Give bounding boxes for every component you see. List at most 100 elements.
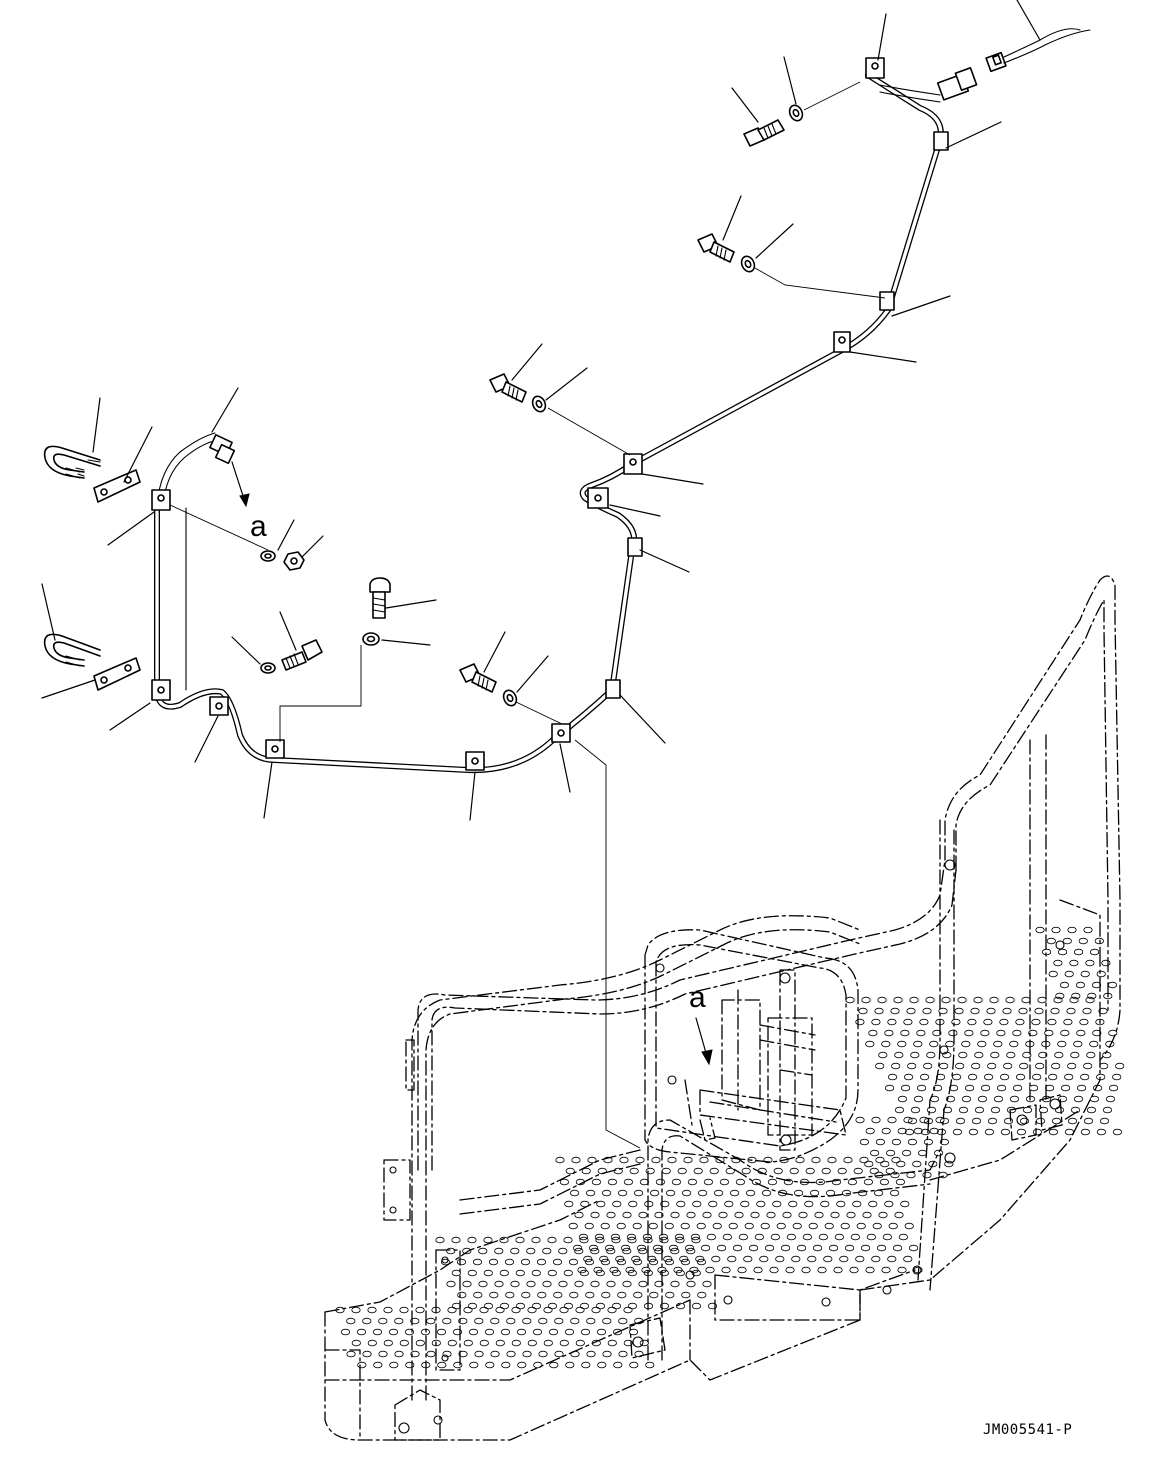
grating-hole bbox=[1018, 1007, 1028, 1015]
grating-hole bbox=[399, 1339, 409, 1347]
grating-hole bbox=[564, 1328, 575, 1336]
grating-hole bbox=[642, 1233, 653, 1241]
washer-icon bbox=[788, 104, 804, 122]
grating-hole bbox=[680, 1222, 690, 1230]
grating-hole bbox=[367, 1339, 377, 1347]
grating-hole bbox=[744, 1222, 754, 1230]
grating-hole bbox=[855, 1116, 865, 1124]
grating-hole bbox=[798, 1211, 808, 1219]
grating-hole bbox=[340, 1328, 351, 1336]
grating-hole bbox=[570, 1317, 580, 1325]
grating-hole bbox=[581, 1167, 591, 1175]
connector-icon bbox=[209, 434, 236, 465]
grating-hole bbox=[1045, 1084, 1055, 1092]
grating-hole bbox=[1042, 948, 1052, 956]
grating-hole bbox=[579, 1302, 590, 1310]
grating-hole bbox=[537, 1291, 547, 1299]
grating-hole bbox=[760, 1222, 770, 1230]
grating-hole bbox=[501, 1361, 511, 1369]
grating-hole bbox=[594, 1233, 605, 1241]
grating-hole bbox=[1066, 1007, 1076, 1015]
grating-hole bbox=[607, 1339, 617, 1347]
grating-hole bbox=[596, 1200, 606, 1208]
grating-hole bbox=[600, 1258, 611, 1266]
grating-hole bbox=[510, 1280, 520, 1288]
grating-hole bbox=[773, 1167, 783, 1175]
grating-hole bbox=[623, 1178, 634, 1186]
grating-hole bbox=[929, 1040, 939, 1048]
grating-hole bbox=[399, 1306, 409, 1314]
grating-hole bbox=[1055, 992, 1065, 1000]
grating-hole bbox=[623, 1339, 633, 1347]
grating-hole bbox=[623, 1306, 633, 1314]
grating-hole bbox=[1019, 1117, 1030, 1125]
grating-hole bbox=[999, 1073, 1010, 1081]
grating-hole bbox=[1025, 1040, 1035, 1048]
grating-hole bbox=[627, 1302, 638, 1310]
grating-hole bbox=[1075, 981, 1086, 989]
grating-hole bbox=[670, 1247, 680, 1255]
grating-hole bbox=[903, 1073, 914, 1081]
detail-marker-a-lower: a bbox=[689, 981, 706, 1014]
grating-hole bbox=[737, 1266, 747, 1274]
grating-hole bbox=[885, 1167, 895, 1175]
grating-hole bbox=[903, 1018, 913, 1026]
grating-hole bbox=[597, 1167, 607, 1175]
grating-hole bbox=[467, 1269, 477, 1277]
grating-hole bbox=[442, 1350, 452, 1358]
grating-hole bbox=[649, 1291, 659, 1299]
grating-hole bbox=[887, 1255, 897, 1263]
grating-hole bbox=[912, 1160, 922, 1168]
grating-hole bbox=[919, 1018, 929, 1026]
grating-hole bbox=[971, 1062, 981, 1070]
grating-hole bbox=[885, 1149, 896, 1157]
grating-hole bbox=[895, 1178, 906, 1186]
grating-hole bbox=[713, 1189, 724, 1197]
grating-hole bbox=[892, 1244, 903, 1252]
grating-hole bbox=[440, 1258, 451, 1266]
grating-hole bbox=[751, 1178, 762, 1186]
grating-hole bbox=[865, 1040, 875, 1048]
grating-hole bbox=[674, 1233, 685, 1241]
grating-hole bbox=[1051, 1062, 1061, 1070]
grating-hole bbox=[494, 1280, 504, 1288]
grating-hole bbox=[641, 1266, 651, 1274]
grating-hole bbox=[372, 1328, 383, 1336]
grating-hole bbox=[693, 1167, 703, 1175]
grating-hole bbox=[850, 1233, 861, 1241]
grating-hole bbox=[691, 1302, 702, 1310]
grating-hole bbox=[1012, 1029, 1022, 1037]
grating-hole bbox=[1086, 1051, 1096, 1059]
grating-hole bbox=[942, 1106, 953, 1114]
grating-hole bbox=[840, 1222, 850, 1230]
grating-hole bbox=[517, 1361, 527, 1369]
grating-hole bbox=[647, 1255, 657, 1263]
grating-hole bbox=[521, 1291, 531, 1299]
grating-hole bbox=[526, 1280, 536, 1288]
grating-hole bbox=[1067, 1117, 1078, 1125]
grating-hole bbox=[553, 1291, 563, 1299]
grating-hole bbox=[894, 1051, 904, 1059]
grating-hole bbox=[987, 1062, 997, 1070]
grating-hole bbox=[571, 1156, 581, 1164]
grating-hole bbox=[948, 1084, 959, 1092]
grating-hole bbox=[654, 1280, 664, 1288]
grating-hole bbox=[936, 1128, 947, 1136]
bolt-icon bbox=[459, 663, 497, 693]
grating-hole bbox=[748, 1244, 759, 1252]
grating-hole bbox=[687, 1178, 698, 1186]
clip-icon bbox=[587, 487, 609, 509]
grating-hole bbox=[593, 1266, 603, 1274]
grating-hole bbox=[815, 1178, 826, 1186]
grating-hole bbox=[568, 1258, 579, 1266]
grating-hole bbox=[974, 1106, 985, 1114]
grating-hole bbox=[676, 1200, 686, 1208]
grating-hole bbox=[1000, 1128, 1011, 1136]
grating-hole bbox=[542, 1247, 552, 1255]
grating-hole bbox=[631, 1255, 641, 1263]
grating-hole bbox=[639, 1178, 650, 1186]
grating-hole bbox=[1016, 1128, 1027, 1136]
grating-hole bbox=[799, 1178, 810, 1186]
grating-hole bbox=[1059, 981, 1070, 989]
grating-hole bbox=[727, 1255, 737, 1263]
